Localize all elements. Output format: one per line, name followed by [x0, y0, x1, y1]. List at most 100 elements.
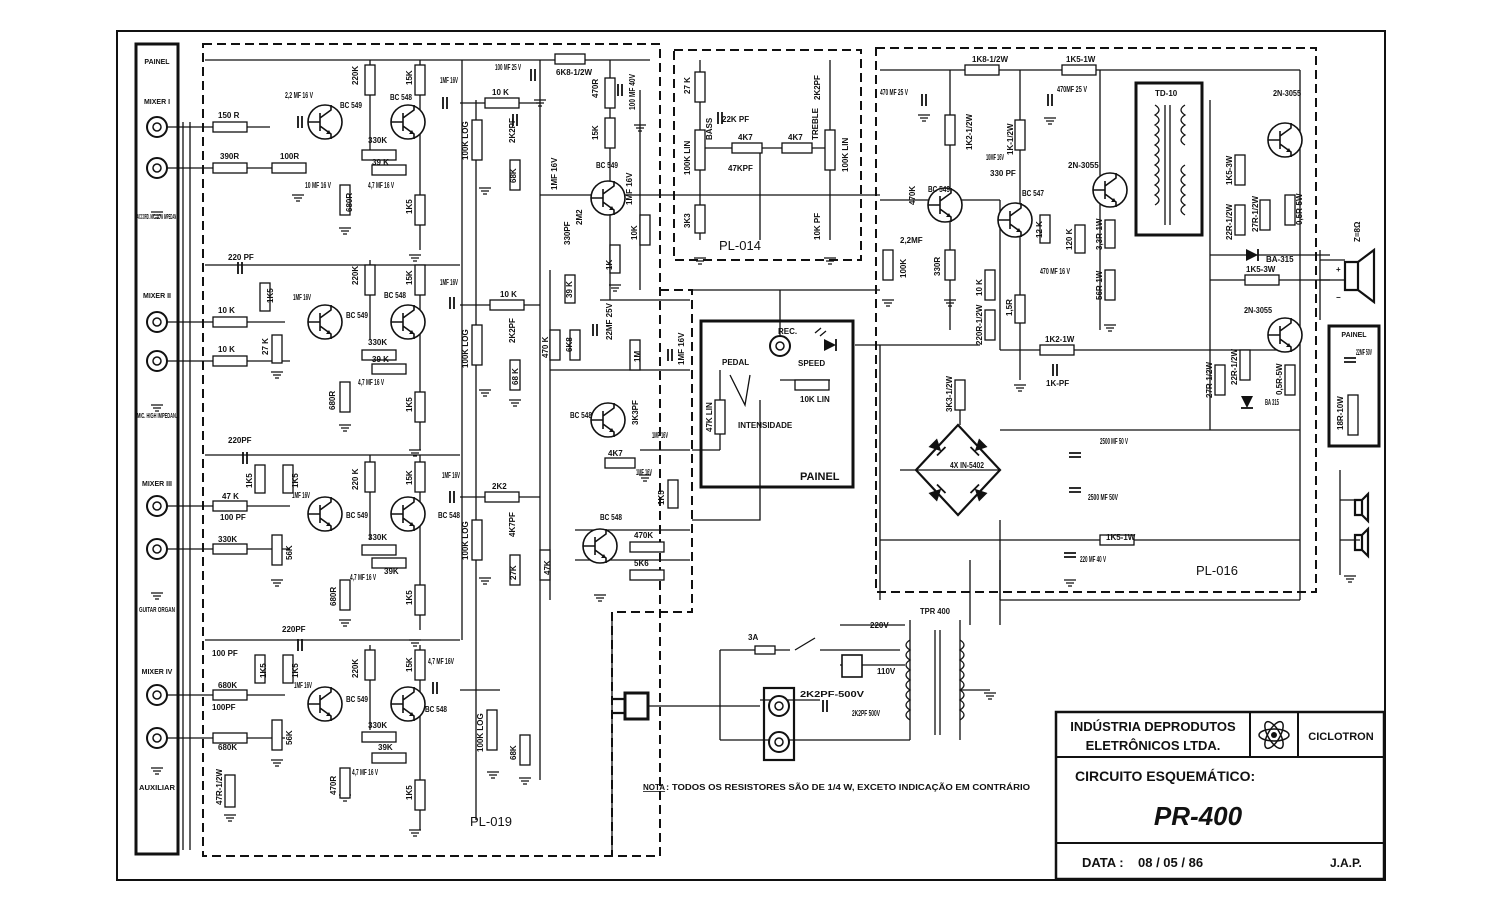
svg-text:100 PF: 100 PF — [220, 513, 246, 522]
mixer3-jack-b[interactable] — [146, 538, 168, 560]
svg-text:220 PF: 220 PF — [228, 253, 254, 262]
svg-text:22R-1/2W: 22R-1/2W — [1225, 204, 1234, 240]
svg-text:120 K: 120 K — [1065, 228, 1074, 250]
svg-text:27 K: 27 K — [261, 338, 270, 355]
svg-text:680R: 680R — [345, 193, 354, 212]
stage1-390r-resistor — [212, 162, 248, 174]
svg-text:1MF 16V: 1MF 16V — [677, 332, 686, 365]
volume-pot-1 — [471, 119, 483, 161]
svg-text:REC.: REC. — [778, 327, 797, 336]
svg-text:110V: 110V — [877, 667, 896, 676]
svg-text:10 K: 10 K — [492, 88, 509, 97]
mains-supply: 3A 220V 110V TPR 400 2K2PF-500V 2K2PF 50… — [612, 607, 965, 762]
svg-text:47R-1/2W: 47R-1/2W — [215, 769, 224, 805]
svg-text:2N-3055: 2N-3055 — [1273, 89, 1302, 98]
stage1-q1-transistor — [307, 104, 343, 140]
mixer1-jack-b[interactable] — [146, 157, 168, 179]
fuse-3a — [754, 645, 776, 655]
svg-text:10 K: 10 K — [218, 306, 235, 315]
svg-text:27 K: 27 K — [683, 77, 692, 94]
ba315-diode-b — [1240, 395, 1254, 409]
module-pl019-label: PL-019 — [470, 814, 512, 829]
svg-text:BC 549: BC 549 — [346, 511, 368, 520]
svg-text:BASS: BASS — [705, 117, 714, 140]
speed-pot — [794, 379, 830, 391]
svg-text:100PF: 100PF — [212, 703, 236, 712]
svg-text:10 K: 10 K — [218, 345, 235, 354]
svg-text:18R-10W: 18R-10W — [1336, 396, 1345, 430]
svg-text:220K: 220K — [351, 659, 360, 678]
headphone-a-icon — [1353, 491, 1370, 524]
side-input-panel: PAINEL MIXER I ACCORD. MIC. LOW IMPEDAN.… — [134, 42, 180, 856]
company-name-line1: INDÚSTRIA DEPRODUTOS — [1070, 719, 1236, 734]
speaker-icon — [1343, 247, 1376, 305]
rec-jack[interactable] — [769, 335, 791, 357]
svg-text:390R: 390R — [220, 152, 239, 161]
mixer2-label: MIXER II — [143, 293, 171, 300]
svg-text:15K: 15K — [591, 125, 600, 140]
svg-text:+: + — [1336, 265, 1341, 274]
svg-text:15K: 15K — [405, 470, 414, 485]
mixer2-desc: MIC. HIGH IMPEDAN. — [137, 413, 177, 420]
mixer4-jack-b[interactable] — [146, 727, 168, 749]
tone-section: 27 K 100K LIN BASS 22K PF 47KPF 4K7 4K7 … — [683, 71, 850, 240]
svg-text:1K5: 1K5 — [405, 397, 414, 412]
driver-transformer — [1134, 81, 1204, 237]
svg-text:3K3PF: 3K3PF — [631, 400, 640, 425]
svg-text:2,2MF: 2,2MF — [900, 236, 923, 245]
mixer3-desc: GUITAR ORGAN — [139, 607, 175, 614]
mixer1-jack-a[interactable] — [146, 116, 168, 138]
brand-name: CICLOTRON — [1308, 731, 1373, 743]
svg-text:2K2PF-500V: 2K2PF-500V — [800, 690, 865, 699]
date-value: 08 / 05 / 86 — [1138, 855, 1203, 870]
module-pl014-outline — [673, 49, 862, 261]
svg-text:2K2PF: 2K2PF — [508, 118, 517, 143]
svg-text:1K5: 1K5 — [266, 288, 275, 303]
svg-text:INTENSIDADE: INTENSIDADE — [738, 421, 793, 430]
svg-text:4K7: 4K7 — [608, 449, 623, 458]
svg-text:22K PF: 22K PF — [722, 115, 749, 124]
svg-text:1K5-1W: 1K5-1W — [1106, 533, 1136, 542]
preamp-stage-4: 220PF 100 PF 680K 100PF 680K 1K5 1K5 56K… — [212, 625, 454, 811]
svg-text:2N-3055: 2N-3055 — [1244, 306, 1273, 315]
mixer3-label: MIXER III — [142, 481, 172, 488]
panel-right-outline — [1327, 324, 1381, 448]
mains-socket — [762, 686, 796, 762]
preamp-stage-2: 220 PF 10 K 10 K 1K5 27 K 1MF 16V BC 549… — [212, 253, 458, 423]
svg-text:56K: 56K — [285, 730, 294, 745]
svg-text:BC 549: BC 549 — [346, 695, 368, 704]
svg-text:39 K: 39 K — [372, 355, 389, 364]
svg-text:68K: 68K — [509, 168, 518, 183]
svg-text:56R-1W: 56R-1W — [1095, 270, 1104, 300]
svg-text:47 K: 47 K — [222, 492, 239, 501]
preamp-stage-3: 220PF 1K5 1K5 47 K 100 PF 330K 56K 1MF 1… — [212, 436, 460, 616]
svg-text:1K-PF: 1K-PF — [1046, 379, 1069, 388]
svg-text:1K5: 1K5 — [291, 473, 300, 488]
svg-text:330PF: 330PF — [563, 221, 572, 245]
mixer3-jack-a[interactable] — [146, 495, 168, 517]
ba315-diode-a — [1245, 248, 1259, 262]
panel-box-label: PAINEL — [800, 471, 840, 483]
footnote: NOTA : TODOS OS RESISTORES SÃO DE 1/4 W,… — [643, 783, 1030, 792]
svg-text:BC 548: BC 548 — [384, 291, 406, 300]
mixer2-jack-a[interactable] — [146, 311, 168, 333]
svg-text:15K: 15K — [405, 70, 414, 85]
svg-text:1K5: 1K5 — [245, 473, 254, 488]
svg-text:39K: 39K — [384, 567, 399, 576]
svg-text:4,7 MF 16 V: 4,7 MF 16 V — [352, 768, 378, 777]
svg-text:BC 549: BC 549 — [346, 311, 368, 320]
svg-text:220 K: 220 K — [351, 468, 360, 490]
svg-text:680R: 680R — [329, 587, 338, 606]
svg-text:47K LIN: 47K LIN — [705, 402, 714, 432]
voltage-selector — [841, 654, 863, 678]
mixer2-jack-b[interactable] — [146, 350, 168, 372]
mixer4-jack-a[interactable] — [146, 684, 168, 706]
power-amp-section: 1K8-1/2W 1K5-1W 470 MF 25 V 470MF 25 V 1… — [880, 55, 1376, 564]
svg-text:100K LOG: 100K LOG — [461, 121, 470, 160]
svg-text:TREBLE: TREBLE — [811, 107, 820, 140]
svg-text:: TODOS OS RESISTORES SÃO DE: : TODOS OS RESISTORES SÃO DE 1/4 W, EXCE… — [666, 783, 1030, 792]
tremolo-section: 39 K 470 K 6K8 22MF 25V 1M 1MF 16V BC 54… — [541, 274, 686, 581]
svg-text:680K: 680K — [218, 681, 237, 690]
svg-text:1MF 16V: 1MF 16V — [550, 157, 559, 190]
svg-text:1K5-1W: 1K5-1W — [1066, 55, 1096, 64]
